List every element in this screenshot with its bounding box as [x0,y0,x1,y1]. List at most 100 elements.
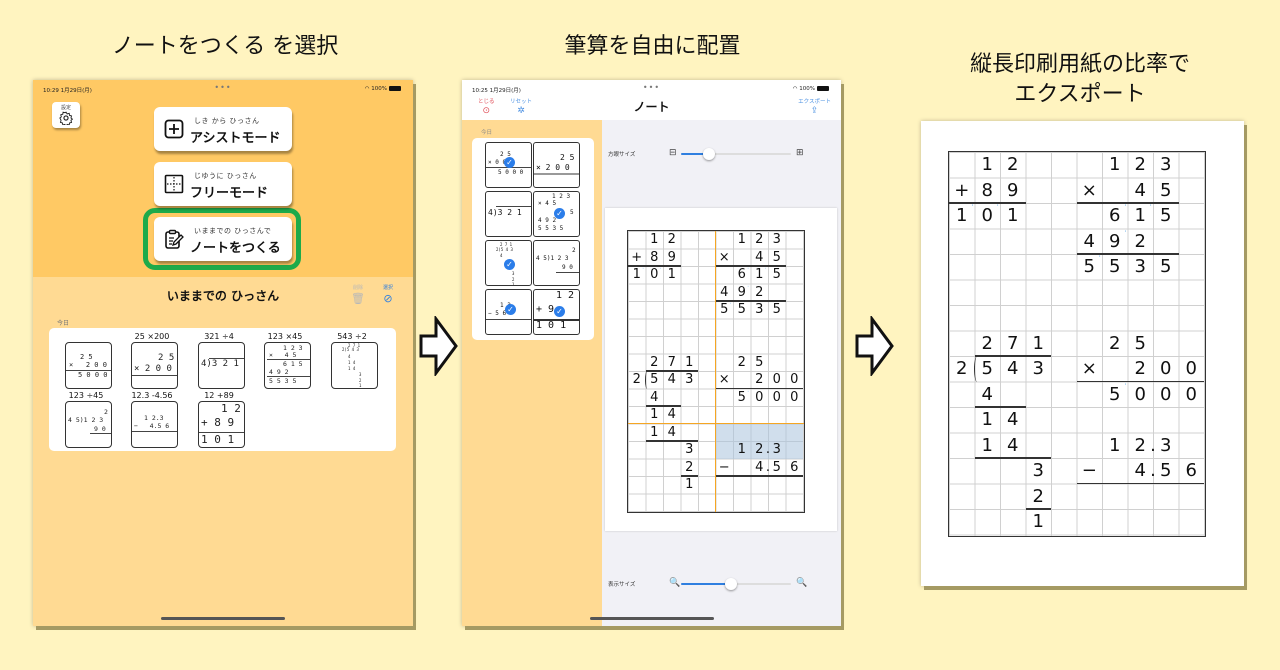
answer-rule [974,457,1051,459]
sidebar-thumbnail[interactable]: 1 2 + 9 1 0 1 ✓ [533,289,580,335]
carry-mark: ˈ [971,204,974,211]
multitask-dots[interactable]: ••• [642,83,661,92]
answer-rule [715,475,803,477]
step1-heading: ノートをつくる を選択 [111,34,339,59]
history-thumbnail[interactable]: 2 4 5)1 2 3 9 0 [65,401,112,448]
wifi-icon: ◠ [364,86,372,92]
history-thumbnail[interactable]: 1 2 + 8 9 1 0 1 [198,401,245,448]
navigation-bar: 10:25 1月29日(月) ••• ◠ 100% とじる ⊙ リセット ✲ ノ… [462,80,841,120]
quotient-digit: 1 [685,354,694,370]
history-thumbnail[interactable]: 1 2 3 × 4 5 6 1 5 4 9 2 5 5 3 5 [264,342,311,389]
product-digit: 5 [737,302,746,317]
home-screen: 10:29 1月29日(月) ••• ◠ 100% 設定 しき から ひっさん … [33,80,413,626]
display-size-slider[interactable]: 表示サイズ 🔍 🔍 [608,577,808,591]
sidebar-thumbnail[interactable]: 2 7 1 2)5 4 3 4 3 2 1 ✓ [485,240,532,286]
history-thumbnail[interactable]: 2 7 1 2)5 4 3 4 1 4 1 4 3 2 1 [331,342,378,389]
multiplicand-digit: 5 [755,354,764,370]
make-note-button[interactable]: いままでの ひっさんで ノートをつくる [154,217,292,261]
battery-percent: 100% [799,86,815,92]
close-label: とじる [478,99,495,105]
answer-rule [628,265,681,267]
multiplicand-digit: 3 [1160,154,1172,175]
addend-digit: 2 [1007,154,1019,175]
sidebar-thumbnail[interactable]: 4)3 2 1 [485,191,532,237]
thumbnail-caption: 12.3 -4.56 [131,391,173,400]
carry-mark: ˈ [1124,204,1127,211]
settings-label: 設定 [60,105,71,111]
division-step-digit: 1 [981,409,993,430]
home-indicator[interactable] [589,617,714,620]
product-digit: 0 [1134,383,1146,405]
make-note-label: ノートをつくる [190,241,281,256]
answer-rule [645,405,681,407]
history-thumbnail[interactable]: 2 5 × 2 0 0 [131,342,178,389]
zoom-in-icon[interactable]: 🔍 [796,578,808,588]
answer-rule [715,387,803,389]
assist-mode-button[interactable]: しき から ひっさん アシストモード [154,107,292,151]
grid-size-label: 方眼サイズ [608,152,636,158]
addend-digit: 9 [1007,179,1019,201]
grid-size-slider[interactable]: 方眼サイズ ⊟ ⊞ [608,147,808,161]
sidebar-thumbnail[interactable]: 2 5 × 2 0 0 [533,142,580,188]
carry-mark: ˈ [747,284,749,290]
quotient-digit: 2 [981,332,993,354]
carry-mark: ˈ [1099,255,1101,262]
sidebar-thumbnail[interactable]: 2 4 5)1 2 3 9 0 [533,240,580,286]
display-size-label: 表示サイズ [608,582,636,588]
export-button[interactable]: エクスポート ⇪ [798,97,831,116]
quotient-digit: 2 [650,354,659,370]
sidebar-thumbnail[interactable]: 1 2 3 × 4 5 5 4 9 2 5 5 3 5 ✓ [533,191,580,237]
multitask-dots[interactable]: ••• [214,83,232,92]
page-split-guide [628,422,804,424]
zoom-out-icon[interactable]: 🔍 [669,578,681,588]
carry-mark: ˈ [747,267,749,272]
reset-label: リセット [510,99,533,105]
product-digit: 0 [755,389,764,405]
multiplicand-digit: 2 [1134,154,1146,175]
addend-digit: 8 [650,249,659,265]
sidebar-card: 2 5 × 0 0 5 0 0 0 ✓ 2 5 × 2 0 0 4)3 2 1 … [472,138,594,340]
display-size-knob[interactable] [724,578,737,590]
wifi-icon: ◠ [792,86,800,92]
make-note-subtitle: いままでの ひっさんで [194,227,272,235]
history-thumbnail[interactable]: 4)3 2 1 [198,342,245,389]
partial-product-digit: 5 [1160,205,1172,226]
addend-digit: 8 [981,179,993,201]
sum-digit: 0 [981,205,993,226]
divisor-digit: 2 [956,358,968,379]
select-button[interactable]: 選択 ⊘ [378,284,398,305]
history-thumbnail[interactable]: 1 2.3 − 4.5 6 [131,401,178,448]
partial-product-digit: 4 [1083,230,1095,252]
grid-size-fill [681,153,709,155]
partial-product-digit: 6 [737,267,746,282]
multiplier-digit: 4 [1134,179,1146,201]
selection-highlight[interactable] [715,423,803,459]
grid-size-track[interactable] [681,148,791,160]
delete-button[interactable]: 削除 🗑 [348,284,368,305]
settings-button[interactable]: 設定 [52,102,80,128]
sidebar-thumbnail[interactable]: 2 5 × 0 0 5 0 0 0 ✓ [485,142,532,188]
home-indicator[interactable] [161,617,285,620]
multiplier-digit: 0 [790,372,799,387]
free-mode-button[interactable]: じゆうに ひっさん フリーモード [154,162,292,206]
quotient-digit: 7 [667,354,676,370]
addend-digit: 1 [981,154,993,175]
plus-operator: + [631,249,643,265]
close-button[interactable]: とじる ⊙ [478,97,495,116]
sidebar-thumbnail[interactable]: 1 3 − 5 6 ✓ [485,289,532,335]
display-size-track[interactable] [681,578,791,590]
grid-size-knob[interactable] [702,148,715,160]
reset-button[interactable]: リセット ✲ [510,97,532,116]
product-digit: 0 [772,389,781,405]
grid-smaller-icon[interactable]: ⊟ [669,148,677,158]
multiplicand-digit: 3 [772,232,781,247]
grid-larger-icon[interactable]: ⊞ [796,148,804,158]
quotient-digit: 1 [1032,332,1044,354]
selected-check-icon: ✓ [554,208,565,219]
status-time: 10:25 1月29日(月) [472,88,521,94]
division-bracket [973,356,979,382]
history-thumbnail[interactable]: 2 5 × 2 0 0 5 0 0 0 [65,342,112,389]
division-step-digit: 1 [981,434,993,456]
